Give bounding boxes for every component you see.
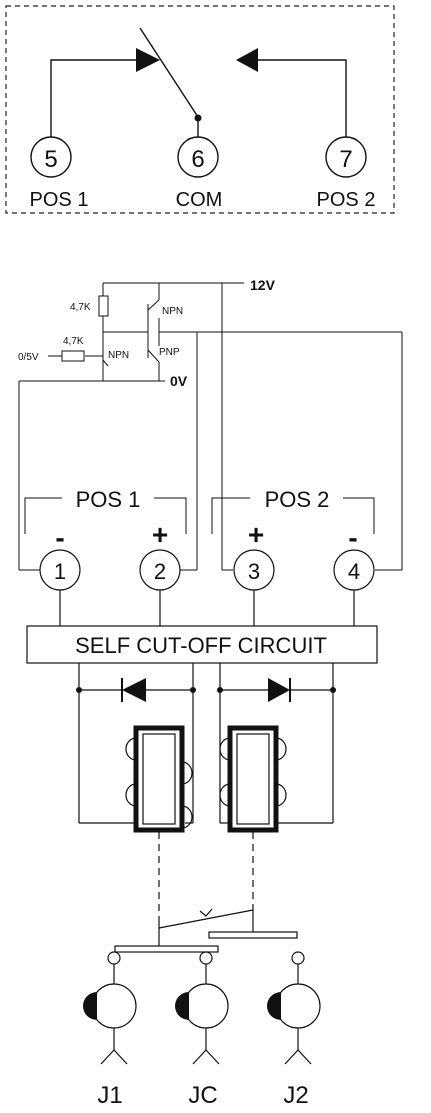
npn-input-label: NPN — [108, 350, 129, 361]
terminal-7-number: 7 — [339, 146, 352, 173]
junction-dot — [76, 687, 82, 693]
terminal-5 — [30, 136, 72, 178]
resistor-input-label: 4,7K — [63, 336, 84, 347]
terminal-1-number: 1 — [54, 559, 66, 584]
relay-coil-left — [125, 725, 193, 833]
pos1-bracket — [24, 497, 62, 534]
pos1-lead — [50, 59, 136, 140]
com-lever — [139, 27, 199, 118]
junction-dot — [190, 687, 196, 693]
npn-upper-label: NPN — [162, 306, 183, 317]
terminal-2-sign: + — [152, 519, 168, 550]
pos2-bracket — [211, 497, 250, 534]
j2-terminal — [275, 983, 321, 1029]
j1-dot — [83, 992, 97, 1020]
terminal-6 — [177, 136, 219, 178]
terminal-2-number: 2 — [154, 559, 166, 584]
contact-j2-label: J2 — [283, 1082, 308, 1109]
terminal-1-sign: - — [55, 522, 64, 553]
ground-label: 0V — [170, 373, 188, 389]
output-contacts — [91, 951, 321, 1065]
jc-terminal — [183, 983, 229, 1029]
contact-jc-label: JC — [188, 1082, 217, 1109]
relay-coil-right — [219, 725, 287, 833]
self-cut-off-label: SELF CUT-OFF CIRCUIT — [75, 633, 327, 658]
terminal-3-number: 3 — [248, 559, 260, 584]
pos2-bracket-right — [343, 497, 375, 534]
pos1-label: POS 1 — [76, 487, 141, 512]
driver-circuit — [18, 282, 403, 571]
contact-j1-label: J1 — [97, 1082, 122, 1109]
resistor-top — [98, 295, 109, 317]
terminal-4-sign: - — [348, 522, 357, 553]
pos2-contact-arrow — [236, 48, 258, 72]
switch-schematic: 5 6 7 POS 1 COM POS 2 — [5, 5, 395, 214]
mechanical-link — [158, 832, 254, 922]
position-terminals: POS 1 POS 2 - + + - 1 2 3 4 — [24, 487, 375, 626]
resistor-top-label: 4,7K — [70, 302, 91, 313]
jc-dot — [175, 992, 189, 1020]
resistor-input — [61, 350, 85, 362]
self-cut-off-box — [26, 625, 378, 664]
terminal-6-number: 6 — [191, 146, 204, 173]
contact-lever — [158, 909, 254, 929]
coil-section — [78, 663, 334, 824]
input-label: 0/5V — [18, 352, 39, 363]
j1-terminal — [91, 983, 137, 1029]
contact-jc-pin — [199, 951, 213, 965]
contact-mark — [199, 908, 213, 917]
terminal-5-number: 5 — [44, 146, 57, 173]
diode-right-icon — [268, 678, 290, 702]
terminal-3-sign: + — [248, 519, 264, 550]
terminal-7 — [325, 136, 367, 178]
contact-bar-right — [208, 931, 298, 939]
junction-dot — [217, 687, 223, 693]
pnp-label: PNP — [159, 347, 180, 358]
contact-bar-left — [114, 945, 219, 953]
terminal-5-label: POS 1 — [30, 189, 89, 211]
j2-dot — [267, 992, 281, 1020]
pos2-lead — [258, 59, 347, 140]
pos1-bracket-right — [154, 497, 187, 534]
junction-dot — [330, 687, 336, 693]
contact-j2-pin — [291, 951, 305, 965]
pos1-contact-arrow — [136, 48, 160, 72]
terminal-4-number: 4 — [348, 559, 360, 584]
diode-left-icon — [122, 678, 146, 702]
contact-j1-pin — [107, 951, 121, 965]
dashed-frame — [5, 5, 395, 214]
supply-label: 12V — [250, 277, 276, 293]
terminal-7-label: POS 2 — [317, 189, 376, 211]
pos2-label: POS 2 — [265, 487, 330, 512]
terminal-6-label: COM — [176, 189, 223, 211]
